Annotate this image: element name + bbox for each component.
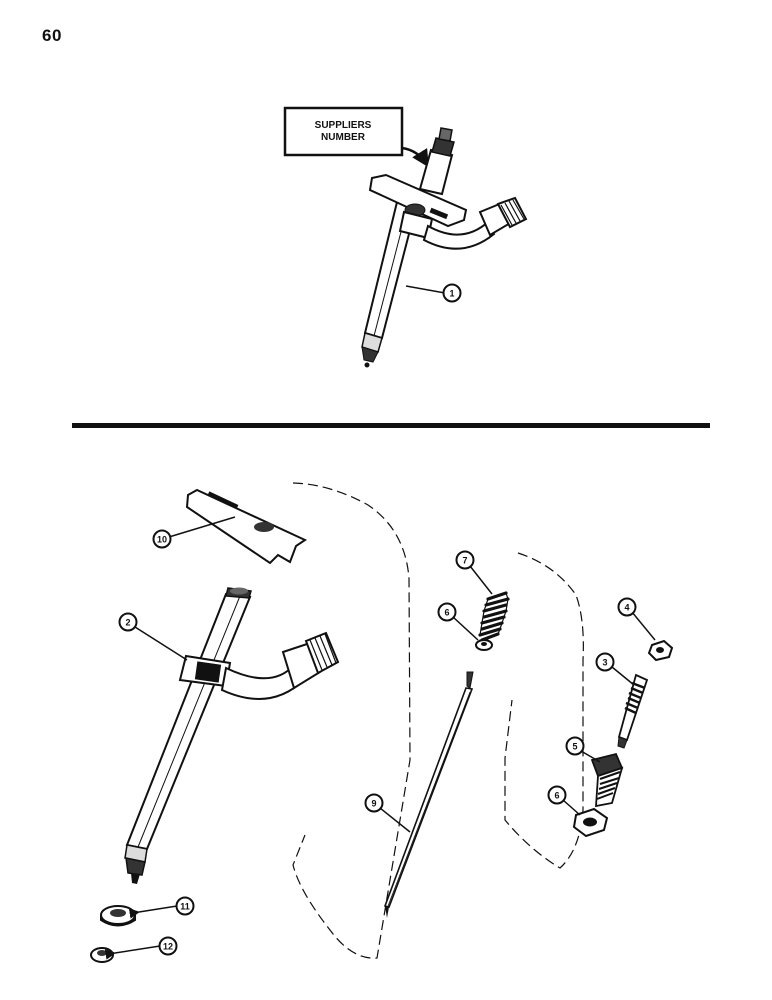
callout-11: 11 — [128, 896, 195, 919]
callout-2: 2 — [118, 612, 188, 661]
callout-4: 4 — [617, 597, 656, 641]
part-hex-nut — [572, 807, 609, 838]
callout-number: 7 — [462, 556, 467, 566]
leader-line — [562, 799, 581, 816]
injector-body-inlet-thread — [304, 631, 340, 675]
callout-6a: 6 — [437, 602, 479, 641]
part-seal-washer — [100, 905, 136, 927]
injector-assembly-complete — [361, 127, 528, 368]
callout-5: 5 — [565, 736, 601, 763]
part-spring-seat — [475, 639, 493, 651]
leader-line — [469, 565, 493, 595]
callout-1: 1 — [405, 283, 462, 303]
supplier-label-line1: SUPPLIERS — [315, 120, 372, 131]
part-spring — [478, 591, 510, 642]
callout-number: 3 — [602, 658, 607, 668]
leader-line — [379, 807, 411, 833]
callout-number: 9 — [371, 799, 376, 809]
part-washer — [90, 947, 114, 963]
part-injector-body — [124, 587, 340, 884]
supplier-number-label: SUPPLIERS NUMBER — [283, 106, 430, 168]
supplier-number-box — [283, 106, 404, 157]
callout-number: 4 — [624, 603, 629, 613]
callout-3: 3 — [595, 652, 635, 686]
leader-line — [134, 626, 188, 661]
part-clamp-plate — [185, 488, 308, 565]
callout-6b: 6 — [547, 785, 581, 816]
part-cap-nut — [590, 752, 624, 808]
part-spindle — [383, 671, 474, 918]
callout-number: 2 — [125, 618, 130, 628]
callout-number: 5 — [572, 742, 577, 752]
callout-number: 6 — [554, 791, 559, 801]
leader-line — [611, 666, 635, 686]
injector-upper-body — [418, 148, 454, 196]
part-adjusting-screw — [617, 673, 649, 749]
callout-9: 9 — [364, 793, 411, 833]
leader-line — [168, 516, 236, 538]
callout-10: 10 — [152, 516, 236, 549]
injector-fuel-elbow — [422, 220, 496, 250]
injector-top-stud — [438, 127, 453, 142]
leader-line — [452, 616, 479, 641]
callout-7: 7 — [455, 550, 493, 595]
callout-number: 1 — [449, 289, 454, 299]
leader-line — [405, 285, 446, 294]
part-lock-nut — [647, 639, 674, 662]
page-number: 60 — [42, 26, 62, 45]
callout-number: 12 — [163, 942, 173, 952]
service-kit-boundary-right — [504, 552, 584, 869]
section-divider — [72, 423, 710, 428]
callout-number: 10 — [157, 535, 167, 545]
supplier-pointer-arrow — [401, 146, 430, 168]
injector-nozzle-cap — [361, 346, 379, 363]
callout-12: 12 — [104, 936, 178, 960]
leader-line — [580, 750, 601, 763]
callout-number: 11 — [180, 902, 190, 912]
supplier-label-line2: NUMBER — [321, 132, 366, 143]
leader-line — [631, 611, 656, 641]
leader-line — [104, 945, 161, 960]
service-kit-boundary-left — [292, 482, 411, 959]
leader-line — [128, 905, 178, 919]
callout-number: 6 — [444, 608, 449, 618]
injector-inlet-thread — [496, 196, 528, 229]
